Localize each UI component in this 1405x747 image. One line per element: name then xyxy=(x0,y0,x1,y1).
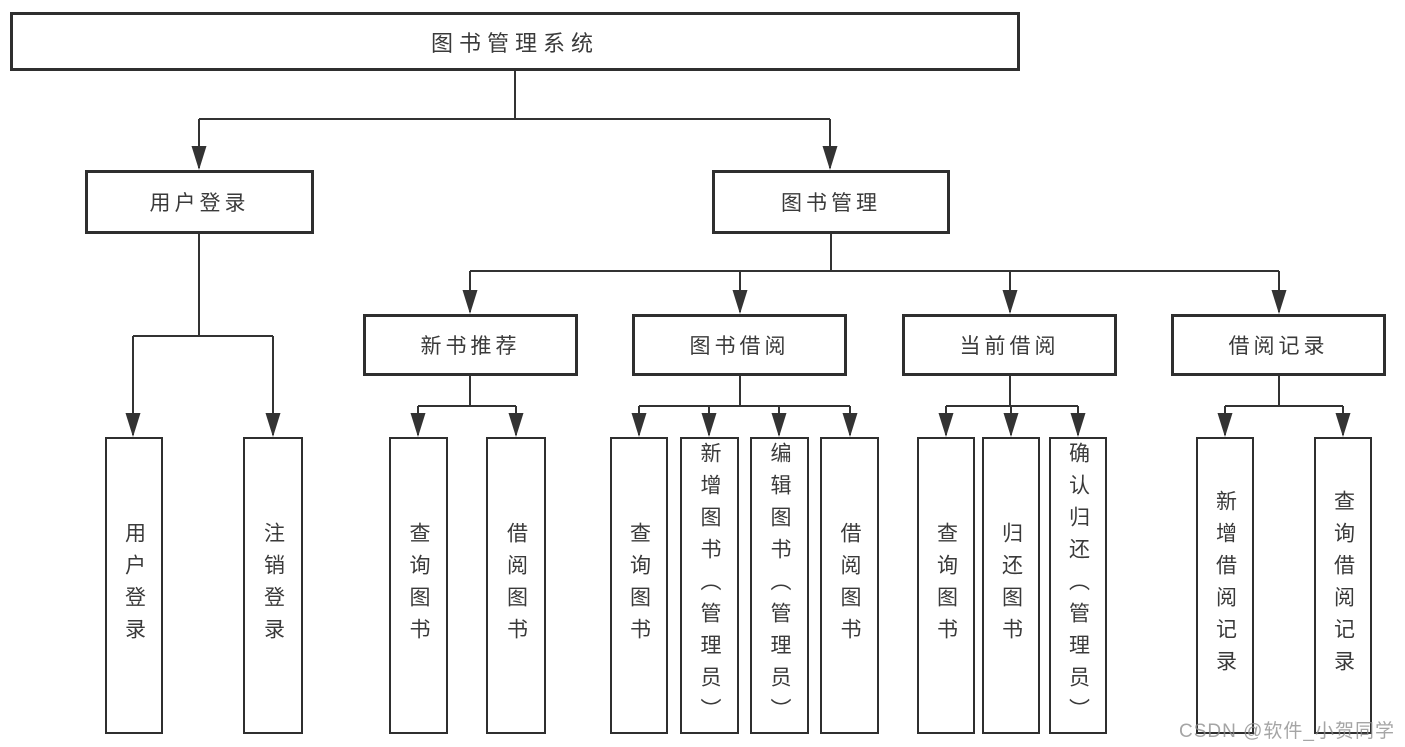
leaf-logout: 注销登录 xyxy=(243,437,303,734)
leaf-logout-label: 注销登录 xyxy=(261,521,285,650)
leaf-label: 归还图书 xyxy=(999,521,1023,650)
leaf-borrow-books-recommend: 借阅图书 xyxy=(486,437,546,734)
node-user-login: 用户登录 xyxy=(85,170,314,234)
leaf-label: 借阅图书 xyxy=(838,521,861,650)
leaf-query-books-borrowing: 查询图书 xyxy=(610,437,668,734)
leaf-label: 查询图书 xyxy=(934,521,958,650)
leaf-query-books-recommend: 查询图书 xyxy=(389,437,448,734)
leaf-label: 查询图书 xyxy=(407,521,430,650)
node-current-borrowing: 当前借阅 xyxy=(902,314,1117,376)
leaf-label: 查询图书 xyxy=(627,521,651,650)
leaf-add-books-admin: 新增图书（管理员） xyxy=(680,437,739,734)
leaf-label: 新增借阅记录 xyxy=(1213,489,1237,682)
leaf-label: 新增图书（管理员） xyxy=(698,441,721,730)
leaf-borrow-books: 借阅图书 xyxy=(820,437,879,734)
node-library-management-system: 图书管理系统 xyxy=(10,12,1020,71)
node-borrow-records: 借阅记录 xyxy=(1171,314,1386,376)
leaf-user-login: 用户登录 xyxy=(105,437,163,734)
leaf-confirm-return-admin: 确认归还（管理员） xyxy=(1049,437,1107,734)
leaf-label: 查询借阅记录 xyxy=(1331,489,1355,682)
leaf-label: 编辑图书（管理员） xyxy=(768,441,791,730)
node-book-management: 图书管理 xyxy=(712,170,950,234)
leaf-label: 确认归还（管理员） xyxy=(1066,441,1090,730)
leaf-edit-books-admin: 编辑图书（管理员） xyxy=(750,437,809,734)
leaf-query-borrow-record: 查询借阅记录 xyxy=(1314,437,1372,734)
node-new-book-recommend: 新书推荐 xyxy=(363,314,578,376)
watermark: CSDN @软件_小贺同学 xyxy=(1179,721,1395,742)
leaf-return-books: 归还图书 xyxy=(982,437,1040,734)
leaf-query-books-current: 查询图书 xyxy=(917,437,975,734)
node-book-borrowing: 图书借阅 xyxy=(632,314,847,376)
arrowheads xyxy=(125,146,1351,437)
leaf-user-login-label: 用户登录 xyxy=(122,521,146,650)
leaf-label: 借阅图书 xyxy=(504,521,528,650)
leaf-add-borrow-record: 新增借阅记录 xyxy=(1196,437,1254,734)
